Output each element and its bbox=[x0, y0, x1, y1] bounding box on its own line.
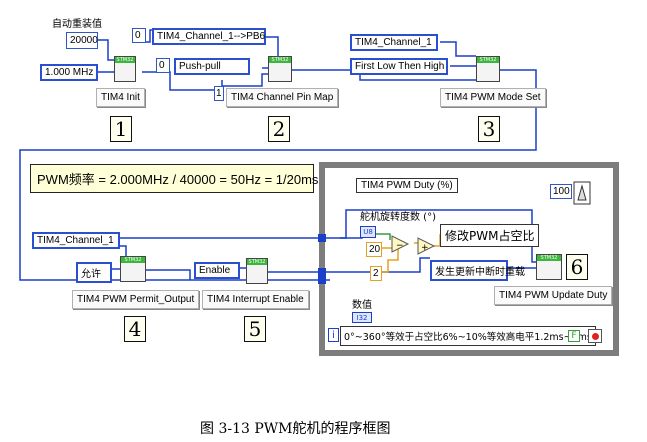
step-number-6: 6 bbox=[566, 254, 588, 280]
step-number-3: 3 bbox=[478, 116, 500, 142]
channel-pin-ring[interactable]: TIM4_Channel_1-->PB6 bbox=[152, 28, 266, 45]
i32-terminal[interactable]: I32 bbox=[352, 312, 372, 323]
tim4-pwm-mode-set-vi[interactable]: STM32 bbox=[476, 56, 500, 82]
mode-ring[interactable]: First Low Then High bbox=[350, 58, 448, 75]
iteration-terminal: i bbox=[328, 328, 339, 342]
step-number-5: 5 bbox=[244, 316, 266, 342]
tim4-channel-ring-bottom[interactable]: TIM4_Channel_1 bbox=[32, 232, 120, 249]
step-number-4: 4 bbox=[124, 316, 146, 342]
u8-terminal[interactable]: U8 bbox=[360, 226, 376, 238]
pin-index-constant[interactable]: 1 bbox=[214, 86, 224, 101]
stop-constant[interactable]: F bbox=[568, 330, 580, 342]
vi-header: STM32 bbox=[115, 57, 135, 63]
tim4-interrupt-enable-vi[interactable]: STM32 bbox=[246, 258, 268, 284]
stop-condition-icon bbox=[588, 329, 602, 343]
output-type-ring[interactable]: Push-pull bbox=[174, 58, 250, 75]
tim4-pwm-update-duty-label: TIM4 PWM Update Duty bbox=[494, 286, 613, 305]
tim4-channel-ring-top[interactable]: TIM4_Channel_1 bbox=[350, 34, 438, 51]
step-number-2: 2 bbox=[268, 116, 290, 142]
clock-frequency-ring[interactable]: 1.000 MHz bbox=[40, 64, 98, 81]
info-text: 0°~360°等效于占空比6%~10%等效高电平1.2ms~2ms bbox=[340, 326, 596, 346]
figure-caption: 图 3-13 PWM舵机的程序框图 bbox=[200, 421, 391, 437]
output-type-zero-constant[interactable]: 0 bbox=[156, 58, 170, 73]
small-zero-constant[interactable]: 0 bbox=[132, 28, 146, 43]
interrupt-enable-ring[interactable]: Enable bbox=[194, 262, 240, 279]
tim4-pwm-mode-set-label: TIM4 PWM Mode Set bbox=[440, 88, 546, 107]
formula-comment: PWM频率 = 2.000MHz / 40000 = 50Hz = 1/20ms bbox=[30, 164, 318, 193]
tim4-pwm-update-duty-vi[interactable]: STM32 bbox=[536, 254, 562, 280]
tim4-channel-pin-map-vi[interactable]: STM32 bbox=[268, 56, 292, 82]
constant-2[interactable]: 2 bbox=[370, 266, 382, 281]
tim4-pwm-permit-output-vi[interactable]: STM32 bbox=[120, 256, 146, 282]
indicator-100[interactable]: 100 bbox=[550, 184, 572, 199]
step-number-1: 1 bbox=[110, 116, 132, 142]
tim4-init-vi[interactable]: STM32 bbox=[114, 56, 136, 82]
svg-text:−: − bbox=[396, 241, 404, 251]
vi-header: STM32 bbox=[121, 257, 145, 263]
auto-reload-label: 自动重装值 bbox=[52, 19, 102, 30]
modify-pwm-label: 修改PWM占空比 bbox=[440, 224, 540, 247]
vi-header: STM32 bbox=[247, 259, 267, 265]
constant-20[interactable]: 20 bbox=[366, 242, 382, 257]
svg-text:+: + bbox=[421, 243, 429, 253]
tim4-pwm-permit-output-label: TIM4 PWM Permit_Output bbox=[72, 290, 200, 309]
vi-header: STM32 bbox=[269, 57, 291, 63]
angle-label: 舵机旋转度数 (°) bbox=[360, 212, 436, 223]
reload-value-constant[interactable]: 20000 bbox=[66, 32, 98, 49]
update-mode-ring[interactable]: 发生更新中断时重载 bbox=[430, 260, 525, 281]
tim4-interrupt-enable-label: TIM4 Interrupt Enable bbox=[202, 290, 309, 309]
vi-header: STM32 bbox=[537, 255, 561, 261]
tim4-init-label: TIM4 Init bbox=[96, 88, 145, 107]
duty-label: TIM4 PWM Duty (%) bbox=[356, 178, 458, 193]
value-label: 数值 bbox=[352, 300, 372, 311]
permit-ring[interactable]: 允许 bbox=[76, 262, 112, 283]
tim4-channel-pin-map-label: TIM4 Channel Pin Map bbox=[226, 88, 339, 107]
vi-header: STM32 bbox=[477, 57, 499, 63]
